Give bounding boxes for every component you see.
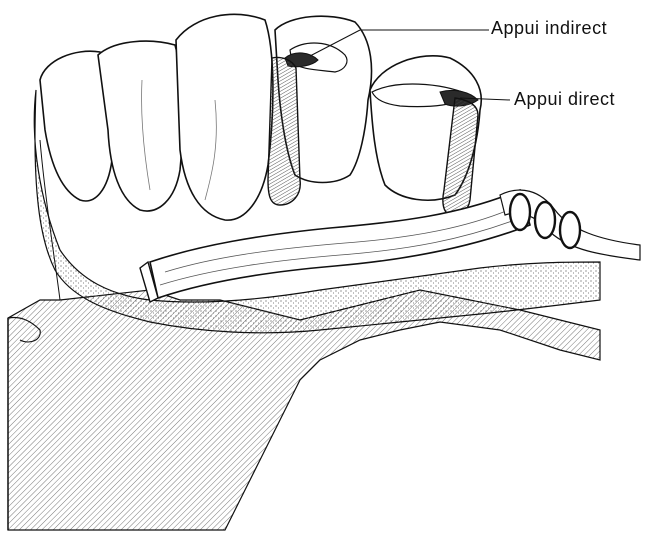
anterior-teeth [40, 14, 273, 220]
direct-rest-label: Appui direct [514, 90, 615, 108]
canine [176, 14, 273, 220]
indirect-rest-label: Appui indirect [491, 19, 607, 37]
minor-connector-indirect [268, 57, 300, 205]
retention-coil [500, 190, 640, 260]
incisor-center [98, 41, 182, 211]
